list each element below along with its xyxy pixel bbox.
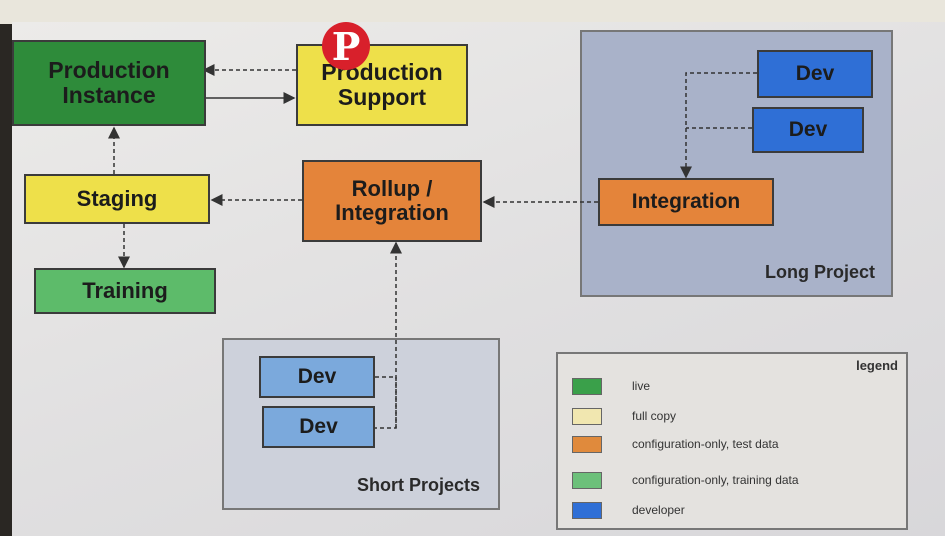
rollup-integration-node: Rollup / Integration xyxy=(302,160,482,242)
legend-swatch xyxy=(572,407,602,425)
legend-box: legend live full copy configuration-only… xyxy=(556,352,908,530)
legend-swatch xyxy=(572,471,602,489)
staging-node: Staging xyxy=(24,174,210,224)
legend-item-live: live xyxy=(572,376,650,396)
top-strip xyxy=(0,0,945,24)
long-dev-2-node: Dev xyxy=(752,107,864,153)
legend-swatch xyxy=(572,377,602,395)
legend-label: developer xyxy=(632,503,685,517)
legend-item-full-copy: full copy xyxy=(572,406,676,426)
legend-swatch xyxy=(572,435,602,453)
pinterest-logo-icon[interactable]: P xyxy=(322,22,370,70)
legend-title: legend xyxy=(856,358,898,373)
integration-node: Integration xyxy=(598,178,774,226)
production-instance-label: Production Instance xyxy=(48,56,170,108)
edge-short-devs-to-rollup xyxy=(375,376,397,429)
long-project-label: Long Project xyxy=(764,262,875,282)
long-dev-1-label: Dev xyxy=(795,62,835,86)
legend-label: configuration-only, test data xyxy=(632,437,779,451)
short-dev-1-node: Dev xyxy=(259,356,375,398)
rollup-integration-label: Rollup / Integration xyxy=(335,175,449,225)
short-dev-2-node: Dev xyxy=(262,406,375,448)
staging-label: Staging xyxy=(76,185,158,211)
production-support-node: Production Support xyxy=(296,44,468,126)
production-instance-node: Production Instance xyxy=(12,40,206,126)
legend-label: full copy xyxy=(632,409,677,423)
short-dev-2-label: Dev xyxy=(299,415,338,439)
pinterest-glyph: P xyxy=(331,23,361,69)
short-dev-1-label: Dev xyxy=(297,365,337,389)
long-dev-1-node: Dev xyxy=(757,50,873,98)
training-node: Training xyxy=(34,268,216,314)
short-projects-label: Short Projects xyxy=(356,475,480,495)
legend-item-test-data: configuration-only, test data xyxy=(572,434,779,454)
production-support-label: Production Support xyxy=(321,58,443,110)
training-label: Training xyxy=(82,277,168,303)
legend-label: configuration-only, training data xyxy=(632,473,799,487)
legend-item-training-data: configuration-only, training data xyxy=(572,470,799,490)
integration-label: Integration xyxy=(631,190,741,214)
edge-long-devs-to-integration xyxy=(680,72,757,179)
long-dev-2-label: Dev xyxy=(788,118,828,142)
legend-swatch xyxy=(572,501,602,519)
legend-item-developer: developer xyxy=(572,500,685,520)
legend-label: live xyxy=(632,379,651,393)
